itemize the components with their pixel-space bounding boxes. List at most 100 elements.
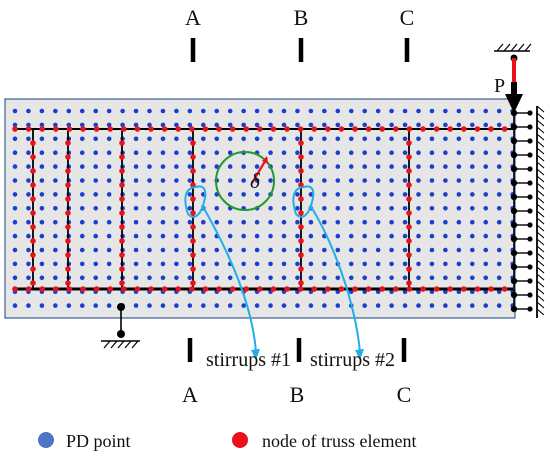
pd-point bbox=[147, 192, 152, 197]
truss-node bbox=[53, 286, 59, 292]
pd-point bbox=[93, 206, 98, 211]
pd-point bbox=[147, 303, 152, 308]
pd-point bbox=[295, 164, 300, 169]
truss-node bbox=[297, 126, 304, 132]
support-pin bbox=[527, 264, 533, 270]
truss-node bbox=[119, 140, 125, 146]
pd-point bbox=[375, 303, 381, 308]
wall-hatch bbox=[536, 175, 545, 183]
pd-point bbox=[322, 150, 327, 155]
pd-point bbox=[53, 233, 58, 239]
pd-point bbox=[147, 108, 152, 114]
pd-point bbox=[429, 178, 435, 183]
truss-node bbox=[134, 286, 141, 292]
section-label-bottom-c: C bbox=[397, 382, 412, 407]
pd-point bbox=[66, 303, 72, 308]
pd-point bbox=[79, 164, 85, 169]
pd-point bbox=[133, 275, 139, 281]
pd-point bbox=[281, 108, 287, 114]
pd-point bbox=[201, 261, 206, 267]
pd-point bbox=[254, 261, 260, 267]
pd-point bbox=[470, 247, 475, 253]
truss-node bbox=[298, 196, 304, 202]
truss-node bbox=[406, 140, 412, 146]
pd-point bbox=[187, 247, 193, 253]
truss-node bbox=[297, 286, 304, 292]
pd-point bbox=[429, 192, 435, 197]
truss-node bbox=[65, 168, 71, 174]
truss-node bbox=[189, 126, 195, 132]
truss-node bbox=[53, 126, 59, 132]
truss-node bbox=[30, 266, 36, 272]
pd-point bbox=[254, 178, 260, 183]
pd-point bbox=[187, 233, 193, 239]
pd-point bbox=[443, 303, 448, 308]
load-label: P bbox=[494, 75, 505, 97]
horizon-symbol: δ bbox=[250, 169, 261, 193]
pd-point bbox=[308, 192, 314, 197]
pd-point bbox=[416, 164, 421, 169]
pd-point bbox=[483, 122, 489, 128]
pd-point bbox=[416, 136, 421, 142]
pd-point bbox=[254, 303, 260, 308]
support-pin bbox=[527, 236, 533, 242]
pd-point bbox=[281, 206, 287, 211]
pd-point bbox=[268, 303, 273, 308]
pd-point bbox=[389, 150, 394, 155]
wall-hatch bbox=[536, 224, 545, 232]
pd-point bbox=[147, 261, 152, 267]
pd-point bbox=[402, 261, 408, 267]
pd-point bbox=[79, 178, 85, 183]
pd-point bbox=[26, 261, 31, 267]
pd-point bbox=[443, 178, 448, 183]
pd-point bbox=[187, 303, 193, 308]
pd-point bbox=[12, 303, 18, 308]
truss-node bbox=[190, 252, 196, 258]
pd-point bbox=[335, 275, 341, 281]
pd-point bbox=[322, 303, 327, 308]
pd-point bbox=[214, 136, 220, 142]
pd-point bbox=[389, 233, 394, 239]
pd-point bbox=[496, 192, 502, 197]
pd-point bbox=[227, 136, 233, 142]
pd-point bbox=[53, 108, 58, 114]
pd-point bbox=[470, 108, 475, 114]
truss-node bbox=[298, 140, 304, 146]
truss-node bbox=[107, 126, 113, 132]
wall-hatch bbox=[536, 105, 545, 113]
support-pin bbox=[527, 138, 533, 144]
bottom-support bbox=[101, 303, 140, 349]
truss-node bbox=[257, 126, 263, 132]
pd-point bbox=[187, 136, 193, 142]
pd-point bbox=[295, 108, 300, 114]
pd-point bbox=[174, 178, 179, 183]
pd-point bbox=[348, 206, 354, 211]
pd-point bbox=[26, 206, 31, 211]
pd-point bbox=[26, 122, 31, 128]
pd-point bbox=[79, 247, 85, 253]
pd-point bbox=[389, 303, 394, 308]
pd-point bbox=[308, 164, 314, 169]
truss-node bbox=[189, 286, 195, 292]
pd-point bbox=[120, 108, 125, 114]
pd-point bbox=[362, 164, 368, 169]
pd-point bbox=[456, 206, 462, 211]
truss-node bbox=[474, 126, 481, 132]
pd-point bbox=[187, 261, 193, 267]
pd-point bbox=[443, 233, 448, 239]
pd-point bbox=[322, 178, 327, 183]
pd-point bbox=[443, 122, 448, 128]
pd-point bbox=[227, 192, 233, 197]
truss-node bbox=[65, 140, 71, 146]
truss-node-grid bbox=[12, 126, 508, 292]
pd-point bbox=[106, 192, 112, 197]
pd-point bbox=[227, 150, 233, 155]
pd-point bbox=[470, 178, 475, 183]
pd-point bbox=[375, 122, 381, 128]
pd-point bbox=[281, 122, 287, 128]
pd-point bbox=[187, 206, 193, 211]
pd-point bbox=[106, 261, 112, 267]
pd-point bbox=[79, 275, 85, 281]
pd-point bbox=[79, 108, 85, 114]
pd-point bbox=[348, 233, 354, 239]
